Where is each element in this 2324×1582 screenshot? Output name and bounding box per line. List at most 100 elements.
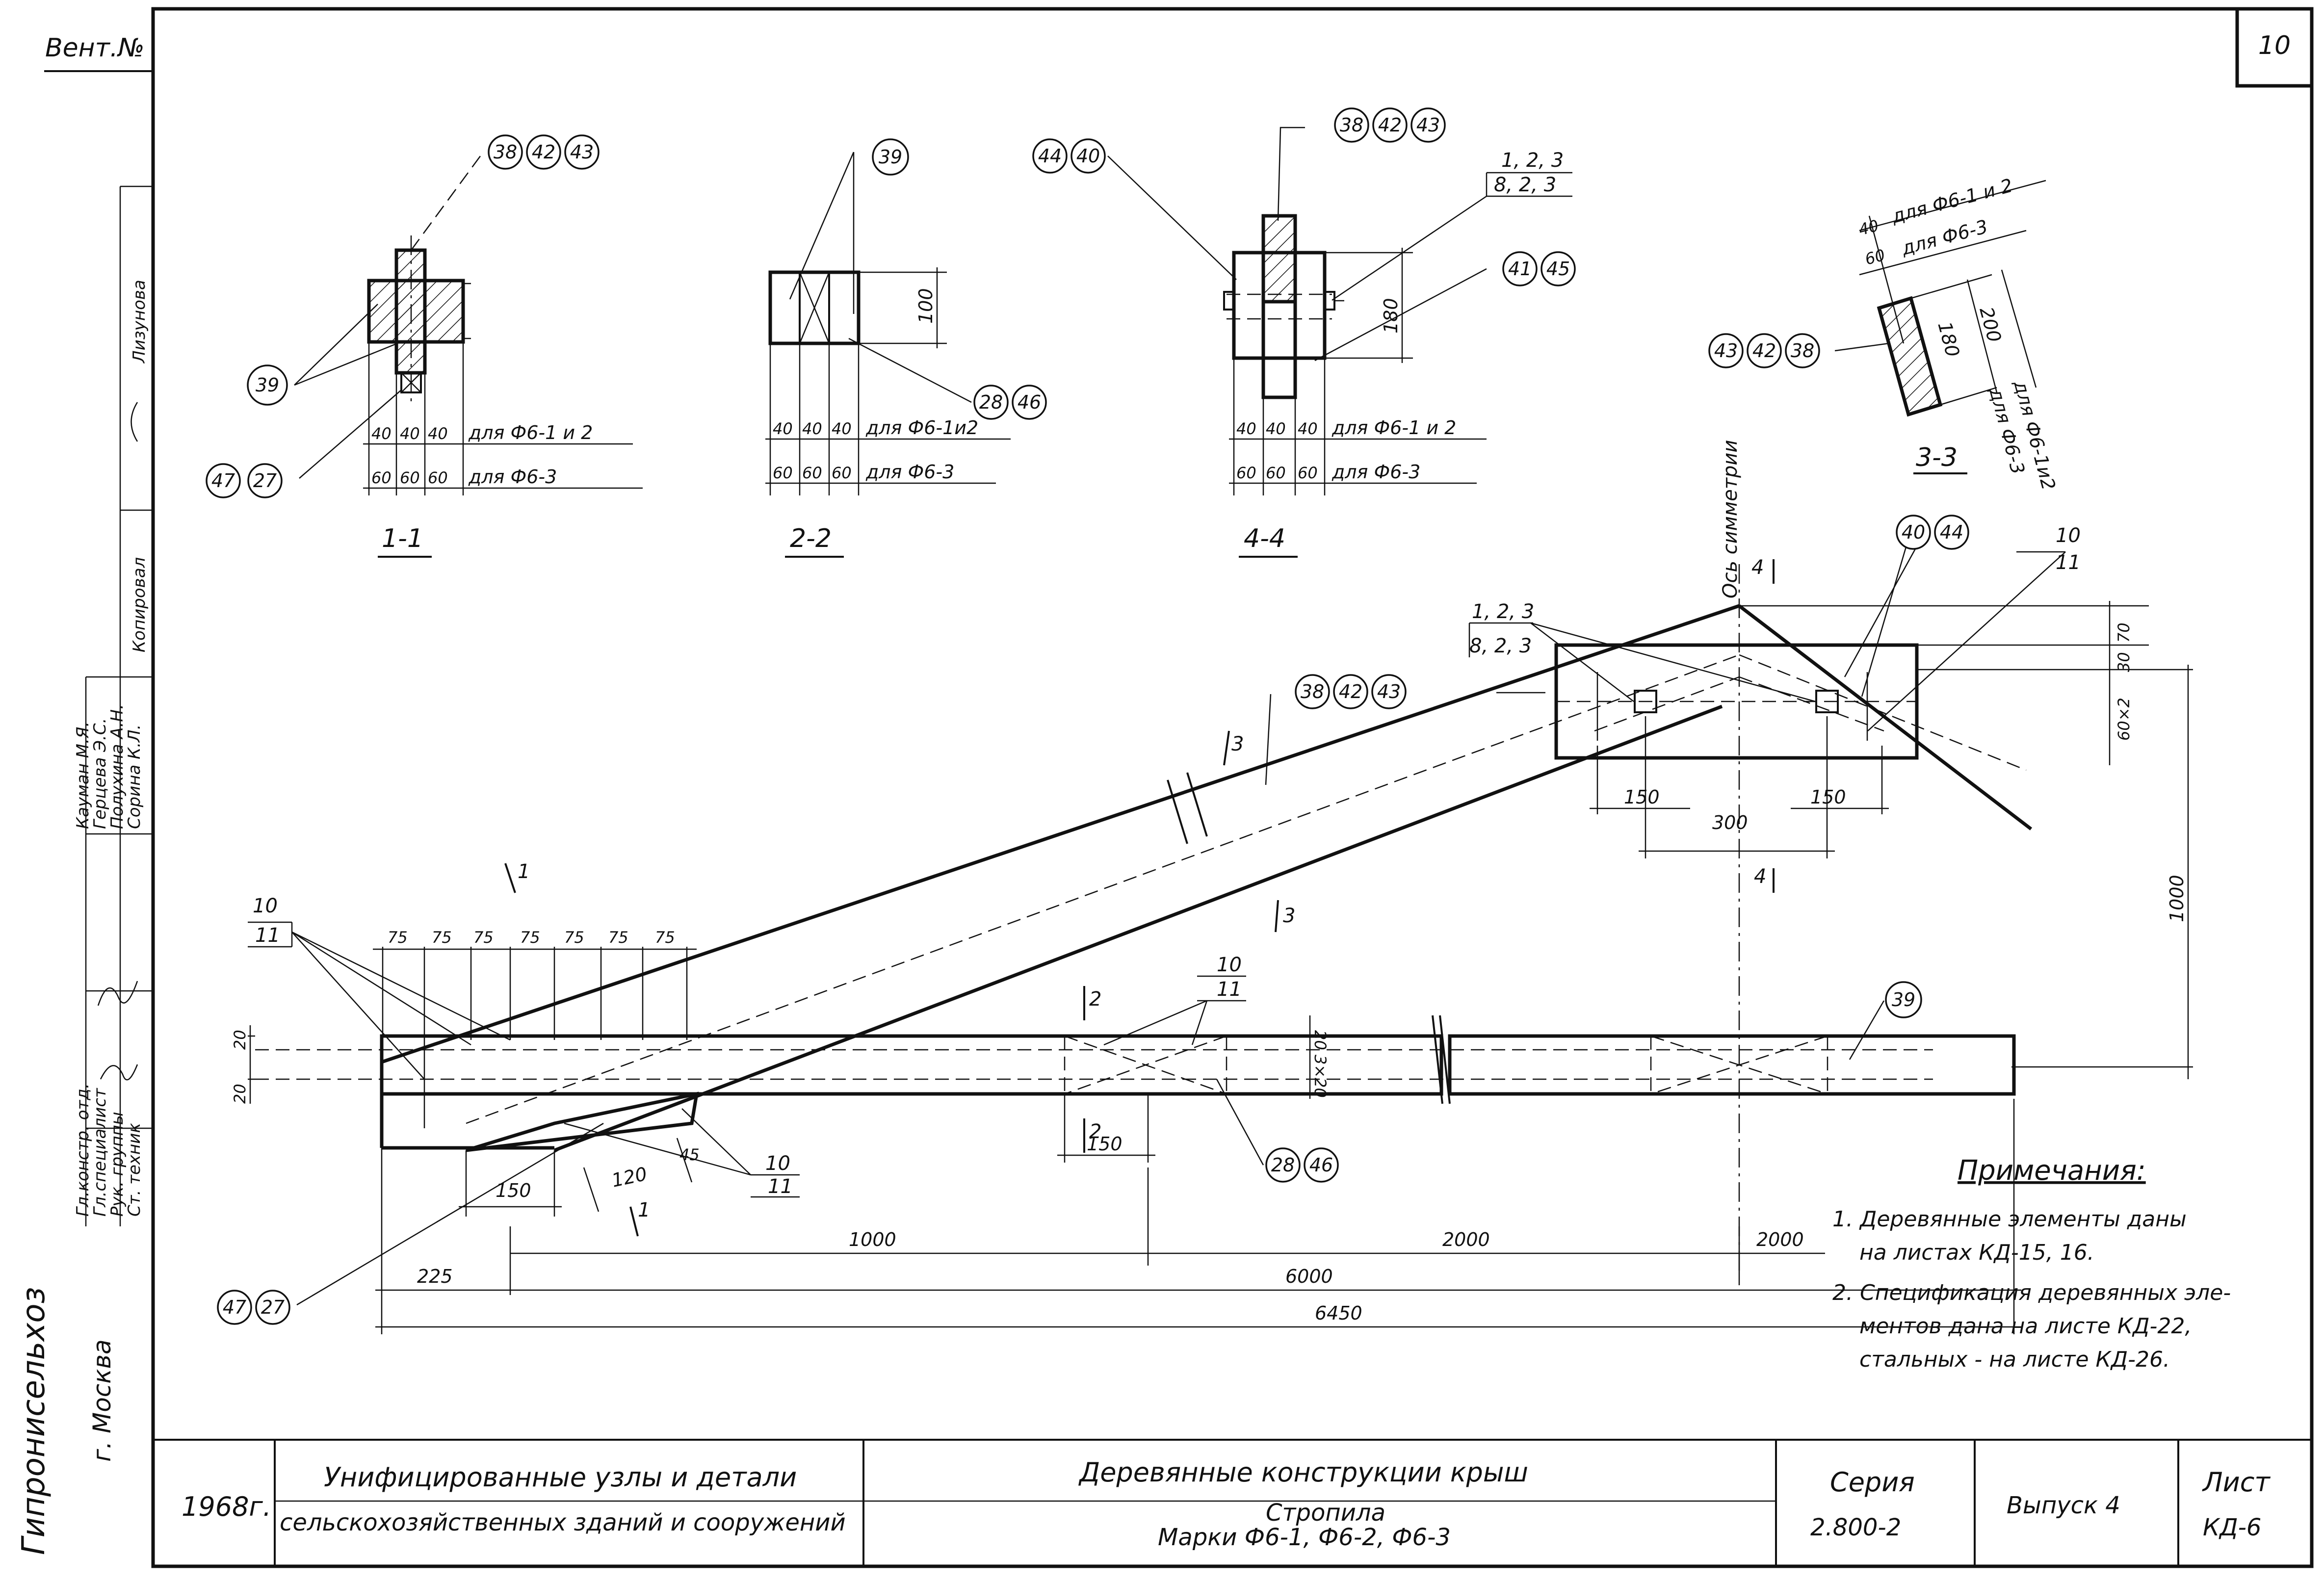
svg-text:40: 40 [1076, 145, 1100, 167]
svg-text:10: 10 [765, 1152, 790, 1175]
role-2: Гл.специалист [90, 1088, 110, 1217]
svg-text:30: 30 [2115, 652, 2133, 672]
note-2c: стальных - на листе КД-26. [1859, 1347, 2170, 1372]
svg-text:28: 28 [1271, 1154, 1295, 1176]
svg-text:20: 20 [1311, 1030, 1330, 1050]
svg-text:47: 47 [223, 1297, 246, 1318]
svg-text:40: 40 [1298, 419, 1318, 438]
svg-text:1, 2, 3: 1, 2, 3 [1501, 149, 1564, 172]
svg-text:27: 27 [253, 470, 277, 492]
section-1-1: 40 40 40 для Ф6-1 и 2 60 60 60 для Ф6-3 … [206, 134, 643, 558]
section-3-3-label: 3-3 [1916, 443, 1958, 472]
signature-3 [131, 402, 138, 442]
role-4: Ст. техник [125, 1123, 144, 1217]
role-1: Гл.констр. отд. [73, 1083, 93, 1217]
svg-text:60: 60 [371, 468, 392, 487]
svg-text:1: 1 [518, 860, 530, 883]
sheet-number: 10 [2258, 31, 2291, 60]
svg-text:для Ф6-1 и 2: для Ф6-1 и 2 [1889, 175, 2015, 228]
svg-text:150: 150 [1810, 786, 1846, 808]
svg-text:40: 40 [1266, 419, 1286, 438]
tb-series-label: Серия [1830, 1467, 1915, 1498]
section-3-3: 40 для Ф6-1 и 2 60 для Ф6-3 180 200 для … [1708, 175, 2060, 493]
svg-text:45: 45 [1546, 258, 1570, 280]
svg-text:для Ф6-1и2: для Ф6-1и2 [865, 417, 978, 439]
svg-text:40: 40 [1856, 216, 1880, 239]
svg-text:46: 46 [1018, 391, 1041, 413]
note-2b: ментов дана на листе КД-22, [1859, 1314, 2192, 1339]
svg-text:8, 2, 3: 8, 2, 3 [1494, 174, 1556, 196]
svg-text:46: 46 [1309, 1154, 1333, 1176]
tb-sheet-value: КД-6 [2203, 1514, 2261, 1541]
svg-text:10: 10 [253, 895, 278, 917]
svg-text:2000: 2000 [1756, 1229, 1804, 1250]
svg-text:200: 200 [1975, 305, 2005, 344]
svg-text:6000: 6000 [1285, 1266, 1333, 1287]
svg-text:75: 75 [520, 928, 540, 947]
svg-text:75: 75 [608, 928, 628, 947]
col-header-2: Копировал [130, 557, 149, 652]
svg-text:60: 60 [1266, 464, 1286, 482]
svg-text:40: 40 [832, 419, 852, 438]
svg-text:70: 70 [2115, 622, 2133, 643]
svg-text:3: 3 [1283, 905, 1295, 927]
svg-text:10: 10 [2056, 524, 2081, 547]
svg-text:60×2: 60×2 [2115, 698, 2133, 741]
section-1-1-label: 1-1 [382, 524, 423, 553]
svg-text:43: 43 [1714, 340, 1738, 362]
svg-text:60: 60 [428, 468, 448, 487]
svg-text:39: 39 [879, 146, 902, 168]
svg-text:100: 100 [915, 288, 937, 324]
tb-subtitle: Стропила [1266, 1499, 1385, 1527]
notes: Примечания: 1. Деревянные элементы даны … [1832, 1155, 2231, 1372]
section-2-2: 100 40 40 40 для Ф6-1и2 60 60 60 для Ф6-… [765, 138, 1047, 558]
svg-text:1: 1 [638, 1199, 650, 1221]
name-4: Сорина К.Л. [125, 725, 144, 829]
svg-text:4: 4 [1751, 556, 1764, 579]
svg-text:40: 40 [400, 424, 420, 443]
svg-text:38: 38 [494, 141, 517, 163]
tb-year: 1968г. [182, 1491, 271, 1522]
svg-text:42: 42 [1378, 114, 1402, 136]
svg-text:27: 27 [261, 1297, 285, 1318]
svg-text:75: 75 [388, 928, 408, 947]
svg-text:150: 150 [496, 1180, 531, 1201]
name-3: Полухина А.Н. [107, 704, 127, 829]
side-stamp: Гл.констр. отд. Гл.специалист Рук. групп… [16, 70, 154, 1555]
svg-text:60: 60 [1236, 464, 1256, 482]
svg-text:38: 38 [1340, 114, 1363, 136]
svg-text:28: 28 [979, 391, 1003, 413]
svg-text:38: 38 [1301, 681, 1324, 702]
tb-marks: Марки Ф6-1, Ф6-2, Ф6-3 [1158, 1524, 1451, 1551]
svg-text:8, 2, 3: 8, 2, 3 [1469, 635, 1532, 657]
svg-text:40: 40 [428, 424, 448, 443]
signature-2 [100, 1064, 138, 1081]
note-1a: 1. Деревянные элементы даны [1832, 1207, 2187, 1232]
svg-text:60: 60 [773, 464, 793, 482]
svg-text:2: 2 [1089, 988, 1101, 1011]
svg-text:6450: 6450 [1315, 1302, 1362, 1324]
svg-text:180: 180 [1933, 319, 1963, 359]
svg-text:40: 40 [371, 424, 392, 443]
svg-text:75: 75 [564, 928, 584, 947]
svg-text:60: 60 [1298, 464, 1318, 482]
svg-text:41: 41 [1508, 258, 1532, 280]
tb-issue: Выпуск 4 [2007, 1492, 2120, 1519]
svg-text:43: 43 [1377, 681, 1401, 702]
svg-text:75: 75 [655, 928, 675, 947]
svg-text:60: 60 [802, 464, 822, 482]
svg-text:75: 75 [473, 928, 494, 947]
tb-unified-1: Унифицированные узлы и детали [324, 1462, 797, 1493]
svg-text:2: 2 [1089, 1120, 1101, 1143]
svg-text:47: 47 [211, 470, 235, 492]
svg-text:43: 43 [1416, 114, 1440, 136]
svg-text:11: 11 [1217, 978, 1242, 1001]
svg-text:150: 150 [1087, 1133, 1123, 1155]
svg-text:3×20: 3×20 [1311, 1055, 1330, 1098]
svg-text:1000: 1000 [849, 1229, 896, 1250]
svg-text:1, 2, 3: 1, 2, 3 [1472, 600, 1534, 623]
name-1: Кауман М.Я. [73, 722, 93, 829]
svg-text:60: 60 [400, 468, 420, 487]
svg-text:20: 20 [231, 1084, 249, 1104]
role-3: Рук. группы [107, 1112, 127, 1217]
